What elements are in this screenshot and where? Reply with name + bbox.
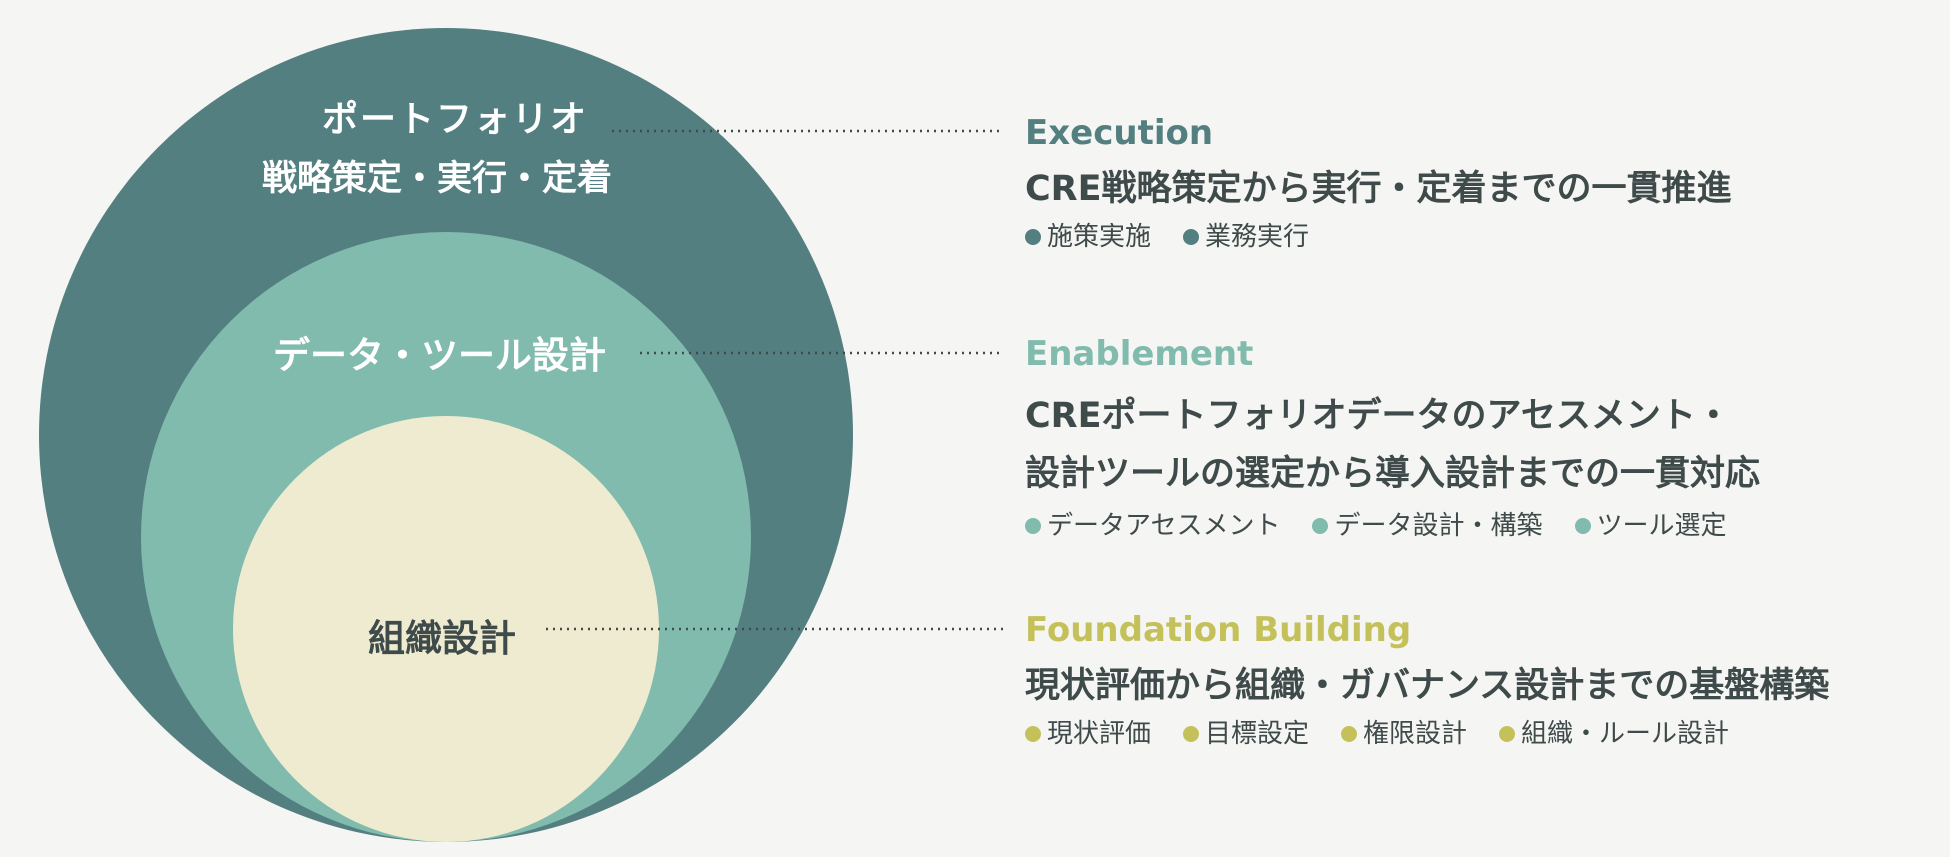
- section-description: CRE戦略策定から実行・定着までの一貫推進: [1025, 169, 1732, 209]
- bullet-dot-icon: [1341, 726, 1358, 742]
- bullet-dot-icon: [1183, 229, 1200, 245]
- middle-circle-label: データ・ツール設計: [273, 334, 606, 377]
- tag-item: 現状評価: [1025, 721, 1151, 747]
- tag-item: データ設計・構築: [1312, 511, 1543, 541]
- tag-label: データアセスメント: [1047, 511, 1281, 541]
- bullet-dot-icon: [1574, 518, 1591, 534]
- tag-item: データアセスメント: [1025, 513, 1280, 539]
- tag-label: 権限設計: [1363, 719, 1468, 749]
- tag-label: 現状評価: [1047, 719, 1152, 749]
- tag-item: 権限設計: [1341, 721, 1467, 747]
- tag-label: 業務実行: [1205, 222, 1310, 252]
- tag-label: 目標設定: [1205, 719, 1310, 749]
- section-enablement: Enablement CREポートフォリオデータのアセスメント・ 設計ツールの選…: [1025, 337, 1760, 539]
- tag-list: 施策実施 業務実行: [1025, 224, 1732, 250]
- outer-circle-label-line1: ポートフォリオ: [322, 99, 589, 140]
- tag-list: データアセスメント データ設計・構築 ツール選定: [1025, 513, 1760, 539]
- inner-circle: [233, 416, 659, 842]
- bullet-dot-icon: [1183, 726, 1200, 742]
- section-title-enablement: Enablement: [1025, 334, 1254, 374]
- tag-item: 施策実施: [1025, 224, 1151, 250]
- tag-label: 組織・ルール設計: [1521, 719, 1730, 749]
- section-description-line2: 設計ツールの選定から導入設計までの一貫対応: [1025, 454, 1761, 494]
- bullet-dot-icon: [1312, 518, 1329, 534]
- tag-label: データ設計・構築: [1334, 511, 1543, 541]
- section-foundation-building: Foundation Building 現状評価から組織・ガバナンス設計までの基…: [1025, 613, 1829, 747]
- tag-list: 現状評価 目標設定 権限設計 組織・ルール設計: [1025, 721, 1829, 747]
- section-title-execution: Execution: [1025, 113, 1214, 153]
- tag-label: ツール選定: [1596, 511, 1727, 541]
- inner-circle-label: 組織設計: [368, 617, 516, 660]
- bullet-dot-icon: [1499, 726, 1516, 742]
- section-description-line1: CREポートフォリオデータのアセスメント・: [1025, 396, 1731, 436]
- section-title-foundation: Foundation Building: [1025, 610, 1412, 650]
- tag-item: 目標設定: [1183, 721, 1309, 747]
- tag-label: 施策実施: [1047, 222, 1152, 252]
- tag-item: ツール選定: [1574, 511, 1727, 541]
- outer-circle-label-line2: 戦略策定・実行・定着: [262, 159, 613, 199]
- section-description: 現状評価から組織・ガバナンス設計までの基盤構築: [1025, 666, 1830, 706]
- bullet-dot-icon: [1025, 518, 1041, 534]
- tag-item: 組織・ルール設計: [1499, 721, 1729, 747]
- bullet-dot-icon: [1025, 726, 1041, 742]
- tag-item: 業務実行: [1183, 224, 1309, 250]
- section-execution: Execution CRE戦略策定から実行・定着までの一貫推進 施策実施 業務実…: [1025, 116, 1732, 250]
- bullet-dot-icon: [1025, 229, 1041, 245]
